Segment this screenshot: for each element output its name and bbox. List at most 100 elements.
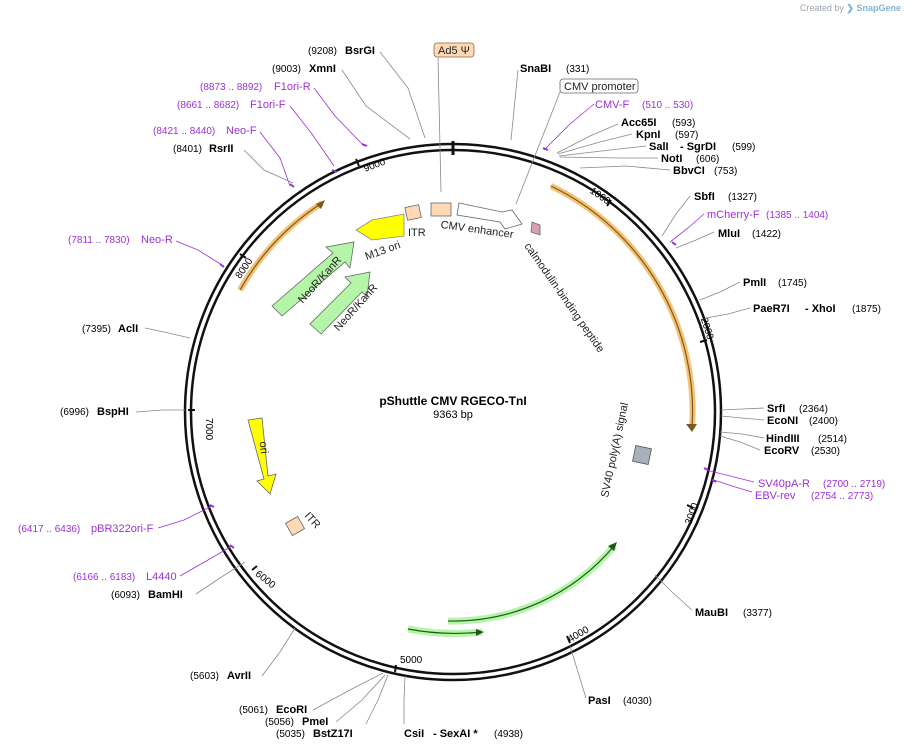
cmv-promoter-box (559, 78, 639, 94)
tick-mark (394, 664, 397, 673)
enzyme-position: (2400) (809, 416, 838, 427)
enzyme-name: AclI (118, 323, 138, 335)
enzyme-name: KpnI (636, 129, 660, 141)
primer-marker (361, 143, 368, 147)
orf-arrowhead (316, 200, 325, 209)
tick-label-5000: 5000 (400, 655, 423, 666)
leader-line (719, 431, 765, 439)
enzyme-position: (1875) (852, 304, 881, 315)
enzyme-name: BstZ17I (313, 728, 353, 740)
enzyme-name: NotI (661, 153, 682, 165)
enzyme-name: PmeI (302, 716, 328, 728)
orf-orange-left-outline (239, 202, 323, 291)
primer-name: F1ori-F (250, 99, 286, 111)
orf-green-1-outline (447, 545, 615, 622)
enzyme-position: (606) (696, 154, 719, 165)
neor-inner-feature (309, 271, 371, 335)
enzyme-name: AvrII (227, 670, 251, 682)
tick-mark (566, 635, 571, 644)
primer-marker (703, 467, 709, 471)
primer-name: CMV-F (595, 99, 630, 111)
orf-green-1 (447, 543, 617, 625)
leader-line (669, 213, 705, 243)
primer-marker (542, 147, 549, 151)
leader-line (543, 103, 595, 151)
snapgene-credit: Created by ❯ SnapGene (800, 3, 901, 14)
enzyme-position: (593) (672, 118, 695, 129)
enzyme-position: (5061) (239, 705, 268, 716)
enzyme-name: EcoRV (764, 445, 800, 457)
enzyme-name: Acc65I (621, 117, 656, 129)
leader-line (515, 91, 561, 205)
enzyme-position: (1745) (778, 278, 807, 289)
itr-top-label: ITR (408, 227, 426, 239)
primer-position: (7811 .. 7830) (68, 235, 130, 246)
enzyme-position: (7395) (82, 324, 111, 335)
enzyme-position: (599) (732, 142, 755, 153)
enzyme-position: (597) (675, 130, 698, 141)
itr-bottom-feature (284, 515, 306, 537)
ad5-psi-label: Ad5 Ψ (438, 45, 470, 57)
orf-arrowhead (476, 629, 484, 636)
leader-line (179, 545, 233, 577)
primer-name: EBV-rev (755, 490, 796, 502)
primer-marker (711, 479, 717, 483)
leader-line (705, 469, 755, 483)
itr-top-feature (404, 204, 422, 221)
plasmid-title: pShuttle CMV RGECO-TnI (379, 394, 526, 408)
primer-marker (219, 263, 225, 268)
leader-line (699, 281, 741, 301)
sv40-label: SV40 poly(A) signal (599, 402, 631, 499)
tick-label-7000: 7000 (203, 418, 214, 441)
m13-ori-feature (355, 213, 405, 241)
leader-line (713, 479, 753, 493)
m13-ori-label: M13 ori (364, 239, 403, 263)
primer-name: SV40pA-R (758, 478, 810, 490)
leader-line (313, 87, 365, 147)
primer-marker (289, 183, 295, 188)
primer-labels-left: (8873 .. 8892) F1ori-R (8661 .. 8682) F1… (18, 81, 311, 583)
neor-outer-feature (271, 241, 355, 317)
tick-mark (606, 199, 612, 207)
leader-line (705, 307, 751, 319)
orf-arrowhead (608, 542, 617, 551)
enzyme-name: SalI (649, 141, 669, 153)
enzyme-name: BbvCI (673, 165, 705, 177)
leader-line (569, 645, 587, 699)
primer-name: L4440 (146, 571, 177, 583)
cmv-promoter-label: CMV promoter (564, 81, 636, 93)
enzyme-name: PasI (588, 695, 611, 707)
leader-line (719, 435, 761, 451)
leader-line (135, 409, 185, 413)
plasmid-size: 9363 bp (433, 409, 473, 421)
primer-name: Neo-F (226, 125, 257, 137)
enzyme-position: (3377) (743, 608, 772, 619)
leader-line (341, 69, 411, 140)
enzyme-position: (8401) (173, 144, 202, 155)
enzyme-position: (2530) (811, 446, 840, 457)
primer-labels-right: CMV-F (510 .. 530) mCherry-F (1385 .. 14… (595, 99, 885, 502)
leader-line (559, 156, 658, 159)
primer-marker (671, 241, 677, 246)
calmodulin-feature (530, 221, 541, 236)
primer-position: (8421 .. 8440) (153, 126, 215, 137)
primer-position: (2754 .. 2773) (811, 491, 873, 502)
enzyme-position: (9208) (308, 46, 337, 57)
enzyme-name: SrfI (767, 403, 785, 415)
leader-line (675, 231, 715, 249)
leader-line (195, 561, 246, 595)
leader-line (556, 123, 619, 154)
leader-line (437, 56, 442, 193)
tick-label-6000: 6000 (253, 569, 278, 592)
leader-line (157, 505, 213, 529)
enzyme-name: - SgrDI (680, 141, 716, 153)
enzyme-position: (6996) (60, 407, 89, 418)
calmodulin-label: calmodulin-binding peptide (522, 241, 607, 355)
enzyme-name: RsrII (209, 143, 233, 155)
leader-line (261, 627, 296, 677)
enzyme-position: (4030) (623, 696, 652, 707)
enzyme-name: HindIII (766, 433, 800, 445)
enzyme-name: MauBI (695, 607, 728, 619)
enzyme-name: XmnI (309, 63, 336, 75)
